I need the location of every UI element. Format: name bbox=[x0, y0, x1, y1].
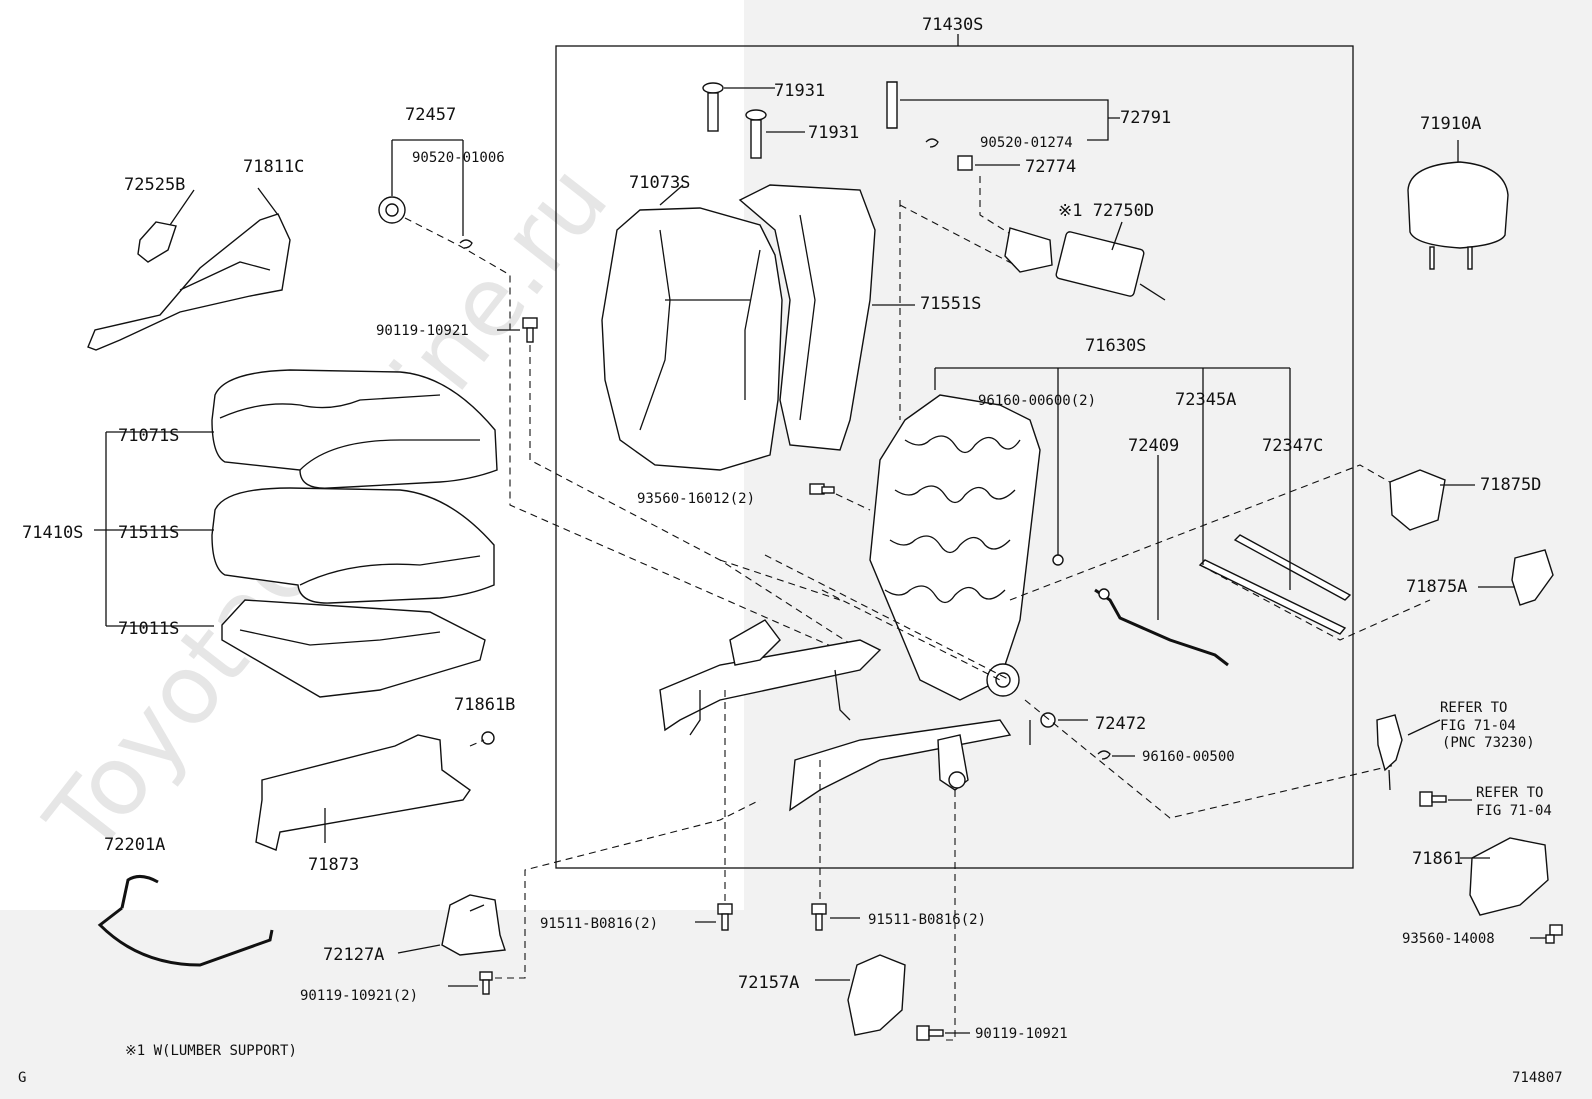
label-refer-2b: FIG 71-04 bbox=[1476, 803, 1552, 819]
seat-track bbox=[659, 619, 1012, 812]
label-71861: 71861 bbox=[1412, 849, 1463, 869]
label-72201A: 72201A bbox=[104, 835, 165, 855]
label-71861B: 71861B bbox=[454, 695, 515, 715]
seat-cushion-pad-71511S bbox=[211, 487, 495, 604]
bolt-90119-10921-bottom bbox=[916, 1025, 944, 1041]
label-71875D: 71875D bbox=[1480, 475, 1541, 495]
clip-90520-01006 bbox=[459, 239, 473, 249]
bolt-90119-10921-2 bbox=[479, 971, 493, 995]
label-72472: 72472 bbox=[1095, 714, 1146, 734]
bolt-90119-10921-top bbox=[522, 317, 538, 343]
label-96160-00500: 96160-00500 bbox=[1142, 749, 1235, 765]
footnote: ※1 W(LUMBER SUPPORT) bbox=[125, 1043, 297, 1059]
seatback-frame-71630S bbox=[869, 394, 1041, 701]
cable-72409 bbox=[1094, 588, 1229, 667]
label-72347C: 72347C bbox=[1262, 436, 1323, 456]
label-71875A: 71875A bbox=[1406, 577, 1467, 597]
label-71551S: 71551S bbox=[920, 294, 981, 314]
lumbar-support-72750D bbox=[1004, 227, 1166, 301]
label-72157A: 72157A bbox=[738, 973, 799, 993]
label-90119-10921-top: 90119-10921 bbox=[376, 323, 469, 339]
label-93560-14008: 93560-14008 bbox=[1402, 931, 1495, 947]
label-71910A: 71910A bbox=[1420, 114, 1481, 134]
seat-cushion-cover-71071S bbox=[211, 369, 498, 489]
figure-number: 714807 bbox=[1512, 1070, 1563, 1086]
headrest-71910A bbox=[1407, 140, 1509, 270]
label-71011S: 71011S bbox=[118, 619, 179, 639]
cover-71875A bbox=[1511, 549, 1554, 606]
clip-90520-01274 bbox=[925, 138, 939, 148]
label-refer-2a: REFER TO bbox=[1476, 785, 1543, 801]
rod-72347C bbox=[1233, 534, 1352, 601]
label-90119-10921-2: 90119-10921(2) bbox=[300, 988, 418, 1004]
screw-93560-16012 bbox=[809, 483, 835, 495]
label-93560-16012: 93560-16012(2) bbox=[637, 491, 755, 507]
label-72774: 72774 bbox=[1025, 157, 1076, 177]
label-90520-01006: 90520-01006 bbox=[412, 150, 505, 166]
label-72750D: ※1 72750D bbox=[1058, 201, 1154, 221]
bolt-91511-B0816-a bbox=[717, 903, 733, 931]
label-71931-b: 71931 bbox=[808, 123, 859, 143]
cover-72157A bbox=[847, 954, 906, 1036]
label-90520-01274: 90520-01274 bbox=[980, 135, 1073, 151]
bolt-refer-fig bbox=[1419, 791, 1447, 807]
label-71630S: 71630S bbox=[1085, 336, 1146, 356]
seat-cushion-frame-71011S bbox=[221, 599, 486, 698]
label-71430S: 71430S bbox=[922, 15, 983, 35]
cushion-bracket bbox=[94, 431, 214, 627]
label-71873: 71873 bbox=[308, 855, 359, 875]
bracket-72457 bbox=[391, 139, 464, 236]
rod-72791 bbox=[886, 81, 898, 129]
label-91511-B0816-a: 91511-B0816(2) bbox=[540, 916, 658, 932]
clip-96160-00600 bbox=[1052, 554, 1064, 566]
cap-72525B bbox=[137, 221, 177, 263]
label-90119-10921-bottom: 90119-10921 bbox=[975, 1026, 1068, 1042]
label-71931-a: 71931 bbox=[774, 81, 825, 101]
label-91511-B0816-b: 91511-B0816(2) bbox=[868, 912, 986, 928]
seat-belt-buckle bbox=[1376, 714, 1403, 791]
label-71811C: 71811C bbox=[243, 157, 304, 177]
label-refer-1b: FIG 71-04 bbox=[1440, 718, 1516, 734]
wire-72201A bbox=[97, 875, 274, 967]
nut-72774 bbox=[957, 155, 973, 171]
cover-72127A bbox=[441, 894, 506, 956]
screw-93560-14008 bbox=[1545, 924, 1563, 944]
seatback-pad-71551S bbox=[738, 184, 876, 451]
clip-96160-00500 bbox=[1097, 750, 1111, 760]
label-72409: 72409 bbox=[1128, 436, 1179, 456]
cover-71861 bbox=[1469, 837, 1549, 916]
clip-71861B bbox=[481, 731, 495, 745]
label-72127A: 72127A bbox=[323, 945, 384, 965]
corner-mark-left: G bbox=[18, 1070, 26, 1086]
label-refer-1c: (PNC 73230) bbox=[1442, 735, 1535, 751]
bolt-91511-B0816-b bbox=[811, 903, 827, 931]
label-71073S: 71073S bbox=[629, 173, 690, 193]
seatback-cover-71073S bbox=[601, 207, 783, 471]
label-refer-1a: REFER TO bbox=[1440, 700, 1507, 716]
label-96160-00600: 96160-00600(2) bbox=[978, 393, 1096, 409]
bracket-71873 bbox=[255, 734, 471, 851]
guide-71931-b bbox=[745, 109, 767, 159]
label-72525B: 72525B bbox=[124, 175, 185, 195]
seat-side-cover-71811C bbox=[87, 213, 291, 351]
label-71511S: 71511S bbox=[118, 523, 179, 543]
washer-72472 bbox=[1040, 712, 1056, 728]
rod-72345A bbox=[1198, 559, 1347, 635]
guide-71931-a bbox=[702, 82, 724, 132]
label-72791: 72791 bbox=[1120, 108, 1171, 128]
label-71071S: 71071S bbox=[118, 426, 179, 446]
label-72457: 72457 bbox=[405, 105, 456, 125]
cover-71875D bbox=[1389, 469, 1446, 531]
label-72345A: 72345A bbox=[1175, 390, 1236, 410]
label-71410S: 71410S bbox=[22, 523, 83, 543]
